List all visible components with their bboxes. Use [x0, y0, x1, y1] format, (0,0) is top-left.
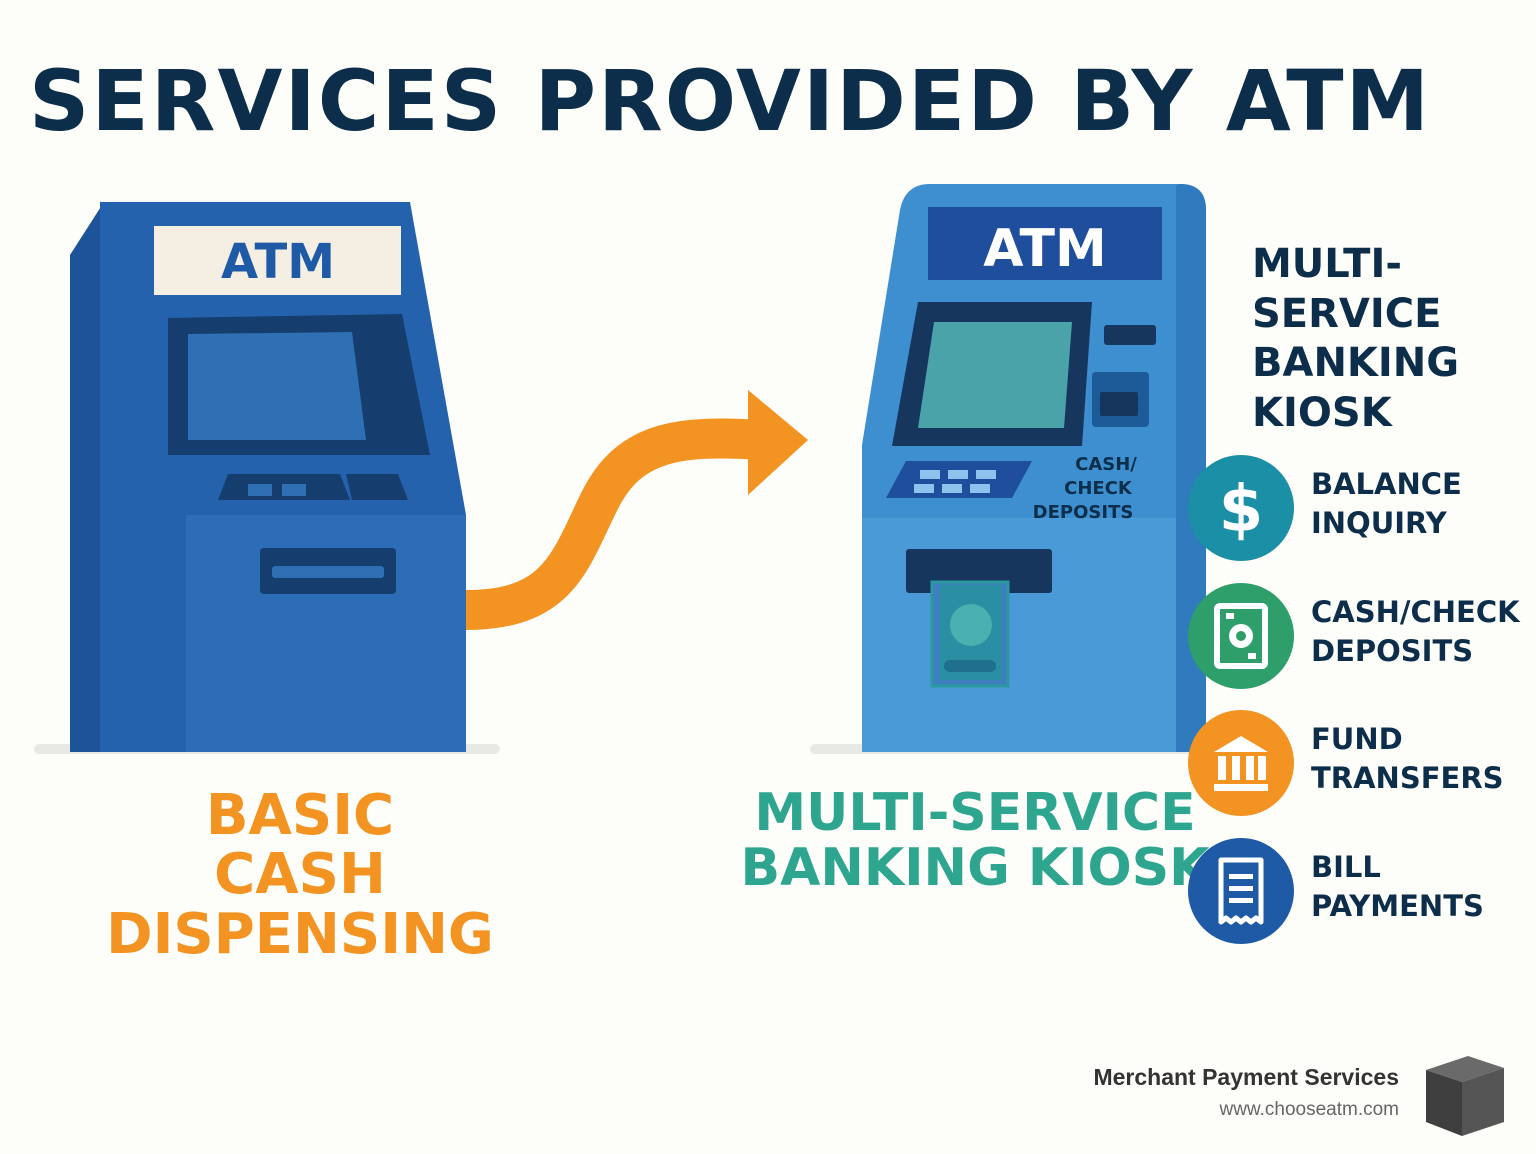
- service-text: BALANCE INQUIRY: [1311, 465, 1462, 544]
- footer-url[interactable]: www.chooseatm.com: [1219, 1099, 1399, 1120]
- receipt-icon: [1218, 857, 1264, 925]
- side-title-line: SERVICE: [1252, 290, 1442, 337]
- service-balance-inquiry: $ BALANCE INQUIRY: [1188, 455, 1536, 561]
- kiosk-atm-sign-text: ATM: [983, 219, 1106, 279]
- side-title-line: MULTI-: [1252, 241, 1402, 287]
- service-line-2: TRANSFERS: [1311, 761, 1504, 796]
- kiosk-atm: ATM CASH/ CHECK DEPOSITS: [862, 184, 1206, 752]
- kiosk-deposit-label-2: CHECK: [1064, 478, 1133, 499]
- service-circle: $: [1188, 455, 1294, 561]
- basic-atm-key-1: [248, 484, 272, 496]
- kiosk-atm-button-3: [1100, 392, 1138, 416]
- service-line-1: CASH/CHECK: [1311, 595, 1520, 629]
- svg-text:$: $: [1219, 473, 1264, 547]
- service-line-1: BILL: [1311, 850, 1381, 884]
- basic-label-line-2: CASH DISPENSING: [106, 842, 494, 967]
- cash-bill-icon: [1214, 603, 1268, 669]
- service-line-2: DEPOSITS: [1311, 634, 1474, 669]
- service-circle: [1188, 583, 1294, 689]
- side-title-line: BANKING: [1252, 340, 1460, 387]
- kiosk-atm-screen: [918, 322, 1072, 428]
- basic-atm-screen: [188, 332, 366, 440]
- service-cash-check-deposits: CASH/CHECK DEPOSITS: [1188, 583, 1536, 689]
- service-line-1: BALANCE: [1311, 467, 1462, 501]
- transition-arrowhead: [748, 390, 808, 495]
- basic-atm-key-2: [282, 484, 306, 496]
- page-title: SERVICES PROVIDED BY ATM: [28, 52, 1432, 150]
- cube-logo-icon: [1426, 1056, 1504, 1136]
- kiosk-atm-key-5: [942, 484, 962, 493]
- service-line-2: PAYMENTS: [1311, 889, 1484, 924]
- service-text: CASH/CHECK DEPOSITS: [1311, 593, 1520, 672]
- side-panel-title: MULTI- SERVICE BANKING KIOSK: [1252, 240, 1459, 438]
- basic-atm-sign-text: ATM: [221, 234, 335, 290]
- kiosk-atm-key-2: [948, 470, 968, 479]
- dollar-icon: $: [1219, 473, 1264, 547]
- basic-atm-card-slot: [346, 474, 408, 500]
- kiosk-atm-sign: [928, 207, 1162, 280]
- basic-atm-sign: [154, 226, 401, 295]
- kiosk-atm-bill-stripe: [944, 660, 996, 672]
- basic-label-line-1: BASIC: [205, 783, 395, 848]
- kiosk-atm-bill-seal: [950, 604, 992, 646]
- kiosk-deposit-label-3: DEPOSITS: [1033, 502, 1134, 523]
- service-text: FUND TRANSFERS: [1311, 720, 1504, 799]
- service-text: BILL PAYMENTS: [1311, 848, 1484, 927]
- kiosk-atm-button-1: [1104, 325, 1156, 345]
- kiosk-deposit-label-1: CASH/: [1075, 454, 1137, 475]
- basic-atm-cash-slot-inner: [272, 566, 384, 578]
- side-title-line: KIOSK: [1252, 389, 1392, 436]
- bank-icon: [1214, 736, 1268, 791]
- basic-atm-button-1: [372, 360, 402, 374]
- service-bill-payments: BILL PAYMENTS: [1188, 838, 1536, 944]
- service-circle: [1188, 838, 1294, 944]
- kiosk-atm-key-3: [976, 470, 996, 479]
- transition-arrow: [465, 418, 764, 630]
- basic-cash-dispensing-label: BASIC CASH DISPENSING: [20, 786, 580, 964]
- kiosk-label-line-1: MULTI-SERVICE: [754, 783, 1196, 843]
- kiosk-label-line-2: BANKING KIOSK: [740, 838, 1210, 899]
- footer-brand: Merchant Payment Services: [1093, 1064, 1399, 1090]
- service-line-2: INQUIRY: [1311, 506, 1447, 541]
- service-fund-transfers: FUND TRANSFERS: [1188, 710, 1536, 816]
- kiosk-atm-key-4: [914, 484, 934, 493]
- multi-service-kiosk-label: MULTI-SERVICE BANKING KIOSK: [740, 783, 1210, 899]
- kiosk-atm-key-1: [920, 470, 940, 479]
- basic-atm-button-2: [379, 398, 414, 444]
- kiosk-atm-key-6: [970, 484, 990, 493]
- service-circle: [1188, 710, 1294, 816]
- service-line-1: FUND: [1311, 722, 1403, 756]
- basic-atm: ATM: [70, 202, 466, 752]
